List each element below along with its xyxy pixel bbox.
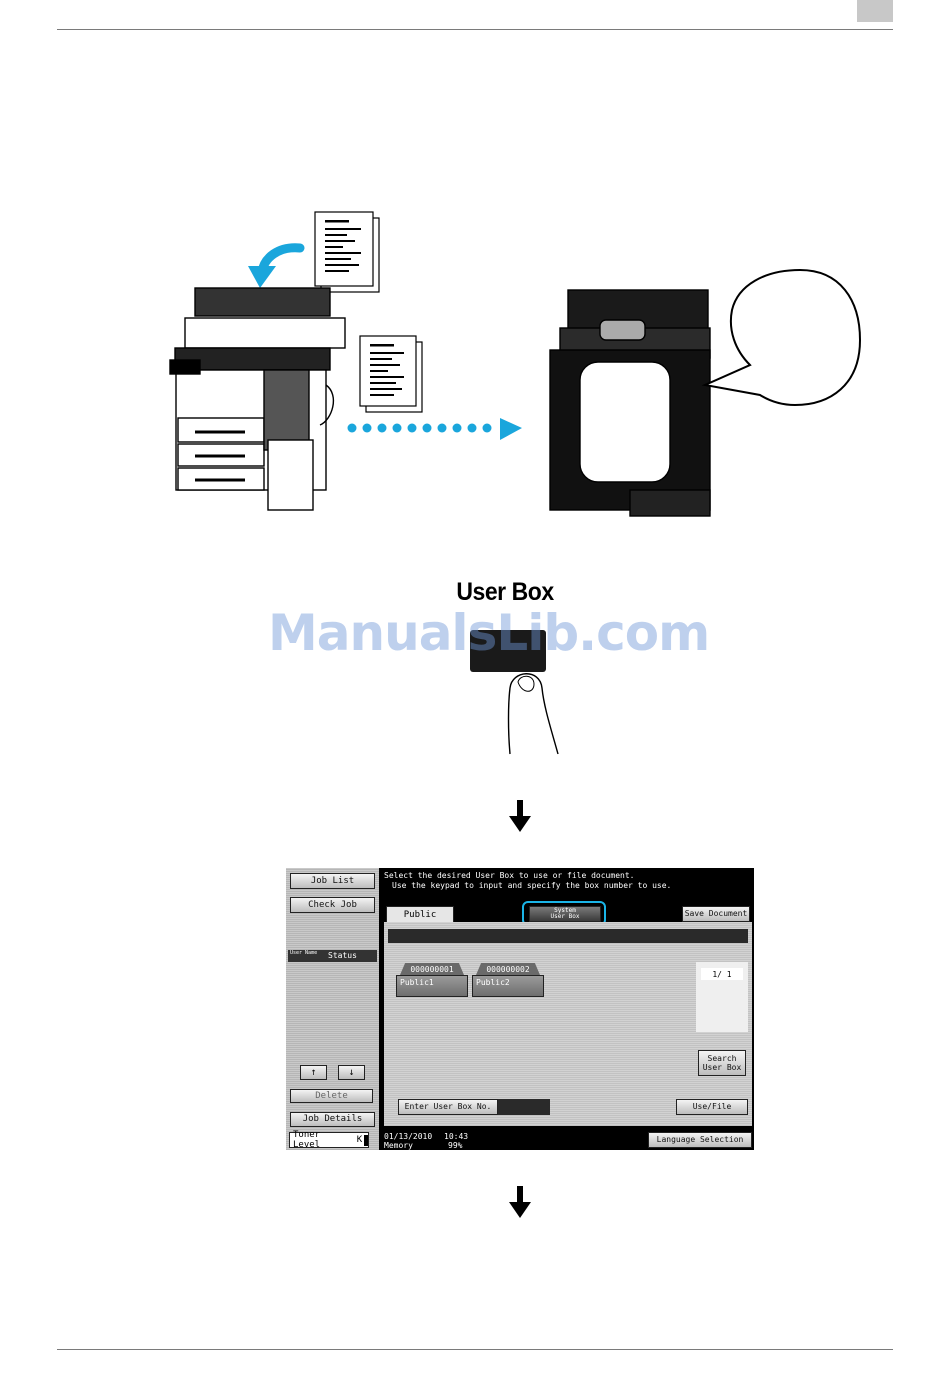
search-label-1: Search [707, 1054, 737, 1063]
job-list-header: User Name Status [288, 950, 377, 962]
page-tab-marker [857, 0, 893, 22]
system-user-box-button[interactable]: System User Box [529, 906, 601, 922]
box-category-bar [388, 929, 748, 943]
save-document-button[interactable]: Save Document [682, 906, 750, 922]
box-number: 000000002 [476, 963, 540, 975]
page-indicator: 1/ 1 [701, 968, 743, 980]
enter-user-box-number-button[interactable]: Enter User Box No. [398, 1099, 498, 1115]
language-selection-button[interactable]: Language Selection [648, 1132, 752, 1148]
source-mfp [169, 287, 346, 511]
user-name-column-header: User Name [290, 950, 318, 956]
scroll-up-button[interactable]: ↑ [300, 1065, 327, 1080]
delete-button[interactable]: Delete [290, 1089, 373, 1103]
system-user-box-label-1: System [554, 907, 576, 914]
memory-value: 99% [448, 1141, 463, 1150]
time-display: 10:43 [444, 1132, 469, 1141]
destination-mfp [549, 289, 711, 517]
box-name: Public1 [396, 975, 468, 997]
user-box-key-illustration [470, 630, 559, 755]
box-number: 000000001 [400, 963, 464, 975]
watermark: ManualsLib.com [268, 604, 710, 662]
document-icon [314, 211, 380, 293]
check-job-button[interactable]: Check Job [290, 897, 375, 913]
toner-level-indicator: Toner Level K [289, 1130, 369, 1150]
control-panel-screen: Job List Check Job User Name Status ↑ ↓ … [286, 868, 754, 1150]
source-mfp-details [195, 430, 245, 482]
search-label-2: User Box [702, 1063, 742, 1072]
search-user-box-button[interactable]: Search User Box [698, 1050, 746, 1076]
message-line-1: Select the desired User Box to use or fi… [384, 871, 635, 880]
page-panel: 1/ 1 [696, 962, 748, 1032]
user-box-key-label: User Box [456, 578, 554, 606]
scroll-down-button[interactable]: ↓ [338, 1065, 365, 1080]
footer-rule [57, 1349, 893, 1350]
box-name: Public2 [472, 975, 544, 997]
toner-level-label: Toner Level [293, 1130, 321, 1150]
send-document-illustration [169, 211, 862, 517]
user-box-public2[interactable]: 000000002 Public2 [472, 963, 544, 997]
box-number-input[interactable] [498, 1099, 550, 1115]
down-arrow-icon [509, 1186, 531, 1218]
job-list-button[interactable]: Job List [290, 873, 375, 889]
speech-bubble [701, 268, 862, 407]
system-user-box-label-2: User Box [550, 913, 580, 920]
job-panel: Job List Check Job User Name Status ↑ ↓ … [286, 868, 379, 1150]
user-box-main: Select the desired User Box to use or fi… [382, 868, 754, 1150]
date-display: 01/13/2010 [384, 1132, 433, 1141]
memory-label: Memory [384, 1141, 413, 1150]
toner-k-label: K [356, 1135, 363, 1145]
use-file-button[interactable]: Use/File [676, 1099, 748, 1115]
toner-bar [364, 1134, 368, 1146]
transfer-arrow-icon [347, 418, 522, 440]
user-box-key-icon [470, 630, 546, 672]
tab-public[interactable]: Public [386, 906, 454, 923]
document-icon [359, 335, 423, 413]
box-list-area: 000000001 Public1 000000002 Public2 1/ 1… [384, 922, 752, 1126]
finger-icon [507, 673, 559, 755]
header-rule [57, 29, 893, 30]
message-line-2: Use the keypad to input and specify the … [392, 881, 672, 890]
user-box-public1[interactable]: 000000001 Public1 [396, 963, 468, 997]
down-arrow-icon [509, 800, 531, 832]
status-column-header: Status [328, 951, 357, 960]
job-details-button[interactable]: Job Details [290, 1112, 375, 1127]
